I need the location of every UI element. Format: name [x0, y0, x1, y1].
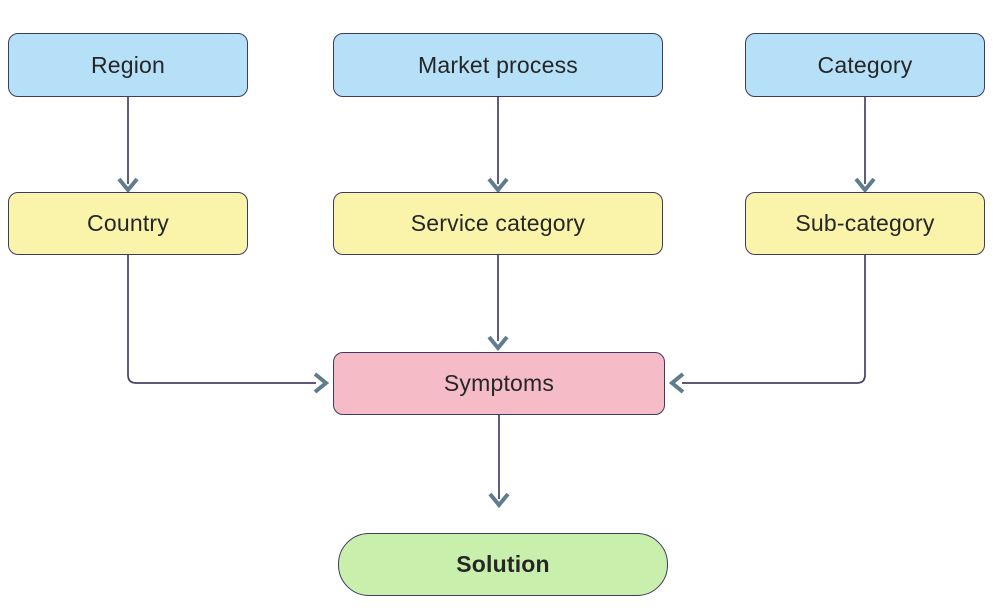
- arrowhead-left-icon: [668, 372, 685, 394]
- node-category: Category: [745, 33, 985, 97]
- node-country-label: Country: [87, 210, 169, 236]
- node-symptoms: Symptoms: [333, 352, 665, 415]
- arrowhead-down-icon: [487, 177, 509, 194]
- node-solution-label: Solution: [456, 551, 550, 577]
- node-symptoms-label: Symptoms: [443, 370, 555, 396]
- node-sub-category: Sub-category: [745, 192, 985, 255]
- node-service-category-label: Service category: [410, 210, 586, 236]
- edge-country-symptoms: [127, 255, 316, 384]
- node-service-category: Service category: [333, 192, 663, 255]
- node-market-process: Market process: [333, 33, 663, 97]
- node-region: Region: [8, 33, 248, 97]
- edge-subcategory-symptoms: [682, 255, 866, 384]
- arrowhead-down-icon: [487, 335, 509, 352]
- arrowhead-down-icon: [854, 177, 876, 194]
- arrowhead-down-icon: [117, 177, 139, 194]
- arrowhead-right-icon: [313, 372, 330, 394]
- node-market-process-label: Market process: [417, 51, 578, 78]
- node-category-label: Category: [817, 51, 913, 78]
- node-country: Country: [8, 192, 248, 255]
- node-region-label: Region: [90, 51, 166, 78]
- node-solution: Solution: [338, 533, 668, 596]
- arrowhead-down-icon: [488, 492, 510, 509]
- node-sub-category-label: Sub-category: [795, 210, 935, 236]
